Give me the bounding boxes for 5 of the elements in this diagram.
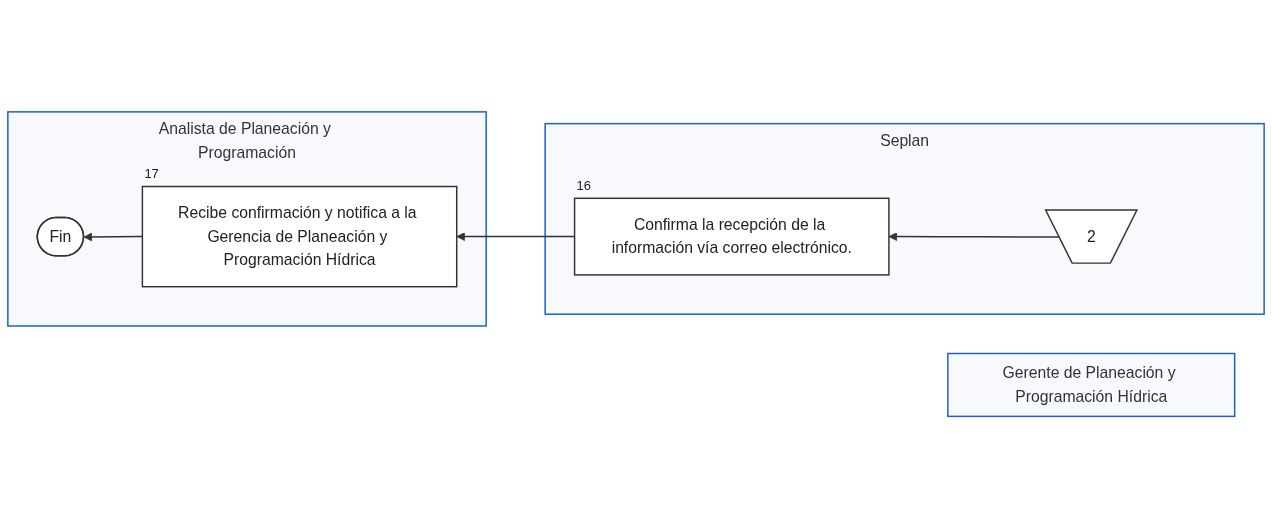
step-number: 16	[576, 178, 592, 195]
node-box: Gerente de Planeación y Programación Hídrica	[947, 352, 1236, 417]
node-box: Recibe confirmación y notifica a la Gerencia de Planeación y Programación Hídrica	[141, 185, 458, 288]
step-number: 17	[144, 166, 159, 183]
node-box: Confirma la recepción de la información vía correo electrónico.	[573, 197, 890, 276]
